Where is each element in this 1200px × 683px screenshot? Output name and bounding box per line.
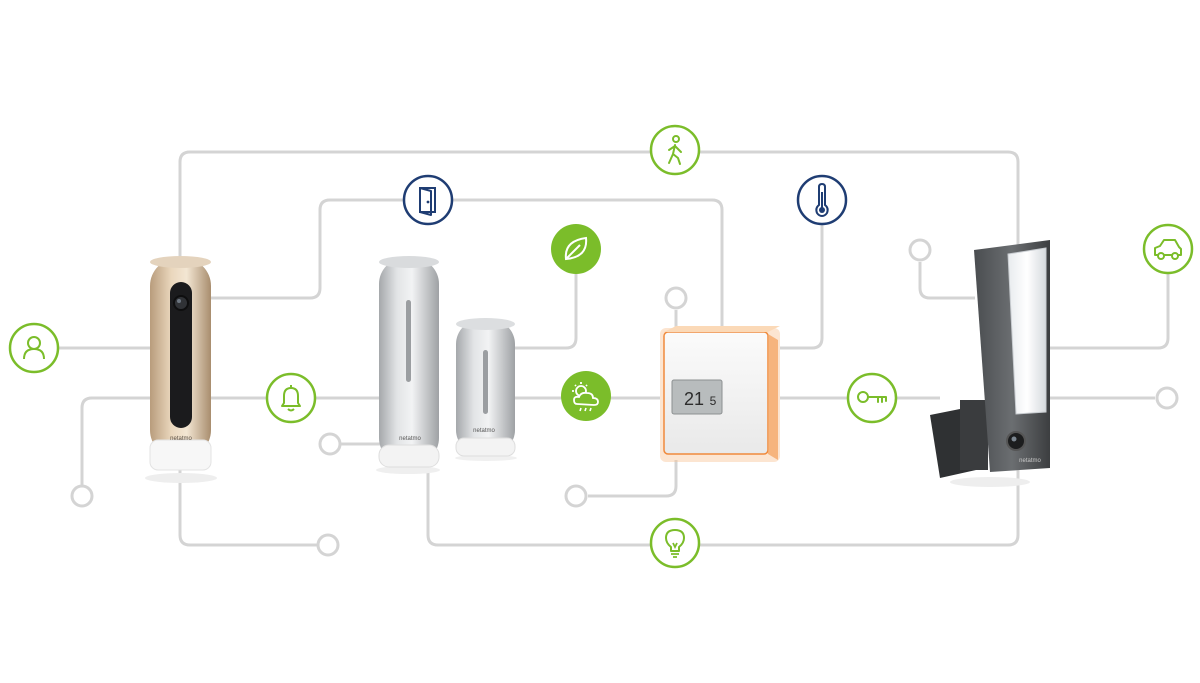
line-camera-bottom: [178, 470, 318, 547]
indoor-camera: netatmo: [145, 256, 217, 483]
endpoint-circle: [564, 484, 588, 508]
line-bottom-loop: [426, 470, 1020, 547]
outdoor-brand-label: netatmo: [1019, 458, 1041, 464]
line-leaf: [515, 273, 578, 350]
weather-icon: [561, 371, 611, 421]
walking-person-icon: [649, 124, 701, 176]
line-car: [1050, 273, 1170, 350]
weather-module: netatmo: [455, 318, 517, 461]
module-brand-label: netatmo: [473, 428, 495, 434]
light-bulb-icon: [649, 517, 701, 569]
line-door-loop: [210, 198, 724, 330]
bell-icon: [265, 372, 317, 424]
line-thermometer: [780, 224, 824, 350]
endpoint-circle: [316, 533, 340, 557]
endpoint-circle: [1155, 386, 1179, 410]
endpoint-circle: [318, 432, 342, 456]
endpoint-circles: [70, 238, 1179, 557]
person-icon: [8, 322, 60, 374]
endpoint-circle: [664, 286, 688, 310]
weather-station: netatmo: [376, 256, 440, 474]
line-top-loop: [178, 150, 1020, 262]
smart-thermostat: 21 5: [660, 326, 780, 462]
car-icon: [1142, 223, 1194, 275]
line-thermo-bottom: [588, 460, 678, 498]
line-outdoor-left: [918, 262, 975, 300]
endpoint-circle: [70, 484, 94, 508]
station-brand-label: netatmo: [399, 436, 421, 442]
leaf-icon: [551, 224, 601, 274]
key-icon: [846, 372, 898, 424]
door-icon: [402, 174, 454, 226]
camera-brand-label: netatmo: [170, 436, 192, 442]
outdoor-camera: netatmo: [930, 240, 1050, 487]
thermometer-icon: [796, 174, 848, 226]
line-left-lower: [80, 396, 150, 494]
thermostat-display: 21: [684, 389, 704, 409]
thermostat-decimal: 5: [710, 394, 717, 408]
endpoint-circle: [908, 238, 932, 262]
